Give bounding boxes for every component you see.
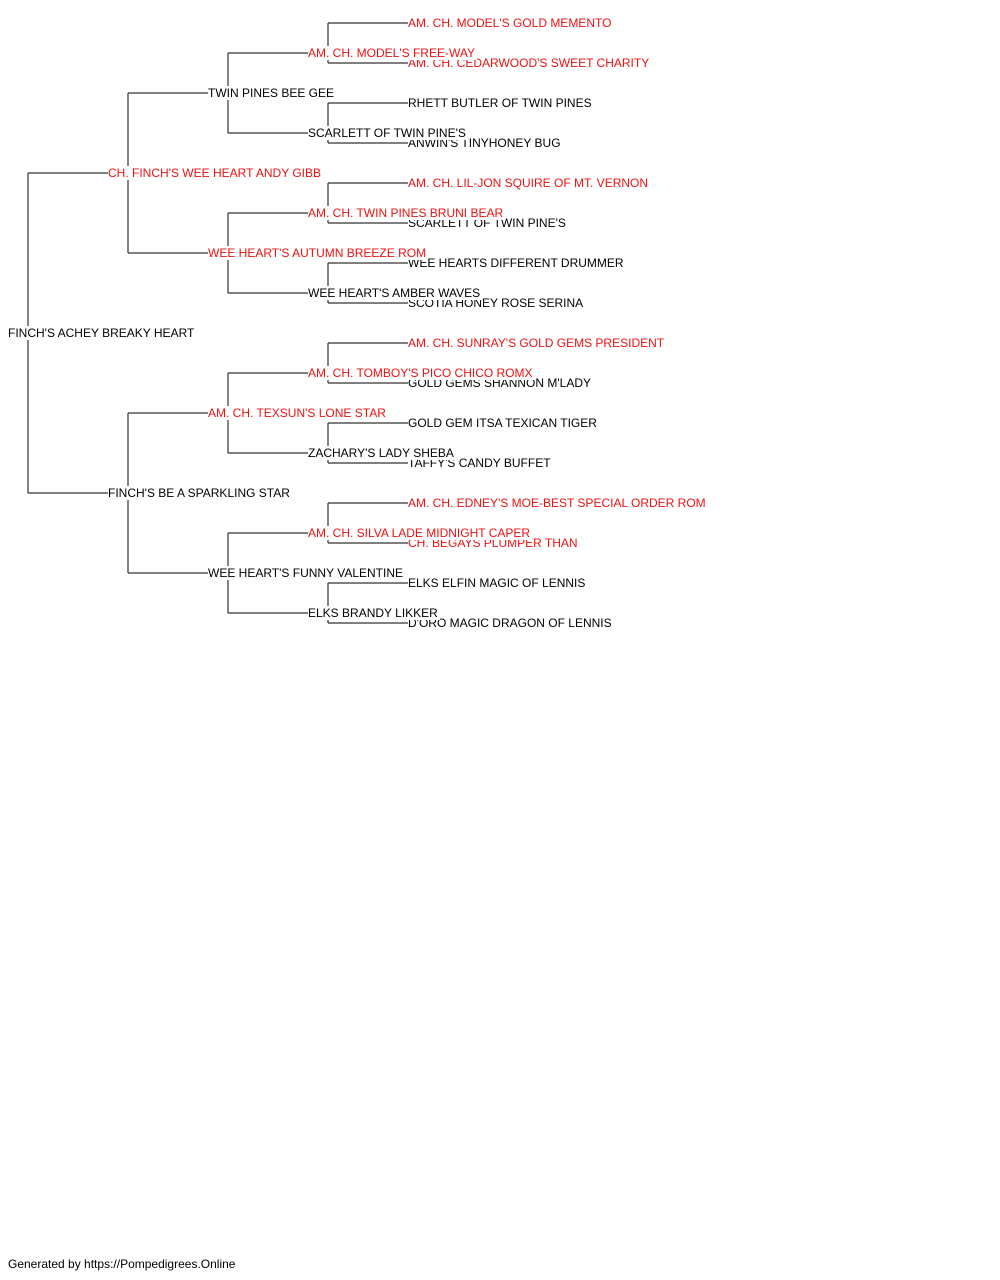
pedigree-name-gen3: AM. CH. TOMBOY'S PICO CHICO ROMX [308,366,535,380]
pedigree-name-gen3: AM. CH. MODEL'S FREE-WAY [308,46,477,60]
pedigree-name-gen3: AM. CH. TWIN PINES BRUNI BEAR [308,206,506,220]
pedigree-name-gen1: CH. FINCH'S WEE HEART ANDY GIBB [108,166,323,180]
pedigree-name-gen2: WEE HEART'S FUNNY VALENTINE [208,566,405,580]
pedigree-name-gen4: WEE HEARTS DIFFERENT DRUMMER [408,256,626,270]
pedigree-name-gen3: SCARLETT OF TWIN PINE'S [308,126,468,140]
footer-credit: Generated by https://Pompedigrees.Online [8,1257,236,1271]
pedigree-name-gen4: AM. CH. MODEL'S GOLD MEMENTO [408,16,614,30]
pedigree-name-gen4: RHETT BUTLER OF TWIN PINES [408,96,594,110]
pedigree-name-gen4: ELKS ELFIN MAGIC OF LENNIS [408,576,588,590]
pedigree-name-gen2: WEE HEART'S AUTUMN BREEZE ROM [208,246,429,260]
pedigree-name-gen3: AM. CH. SILVA LADE MIDNIGHT CAPER [308,526,533,540]
pedigree-name-gen4: GOLD GEM ITSA TEXICAN TIGER [408,416,599,430]
pedigree-name-gen2: TWIN PINES BEE GEE [208,86,337,100]
pedigree-name-gen3: ELKS BRANDY LIKKER [308,606,440,620]
pedigree-name-gen0: FINCH'S ACHEY BREAKY HEART [8,326,197,340]
pedigree-name-gen4: AM. CH. SUNRAY'S GOLD GEMS PRESIDENT [408,336,667,350]
pedigree-name-gen4: D'ORO MAGIC DRAGON OF LENNIS [408,616,614,630]
pedigree-name-gen3: ZACHARY'S LADY SHEBA [308,446,456,460]
pedigree-name-gen4: AM. CH. EDNEY'S MOE-BEST SPECIAL ORDER R… [408,496,708,510]
pedigree-name-gen1: FINCH'S BE A SPARKLING STAR [108,486,292,500]
pedigree-name-gen4: AM. CH. LIL-JON SQUIRE OF MT. VERNON [408,176,651,190]
pedigree-name-gen2: AM. CH. TEXSUN'S LONE STAR [208,406,388,420]
pedigree-name-gen3: WEE HEART'S AMBER WAVES [308,286,483,300]
